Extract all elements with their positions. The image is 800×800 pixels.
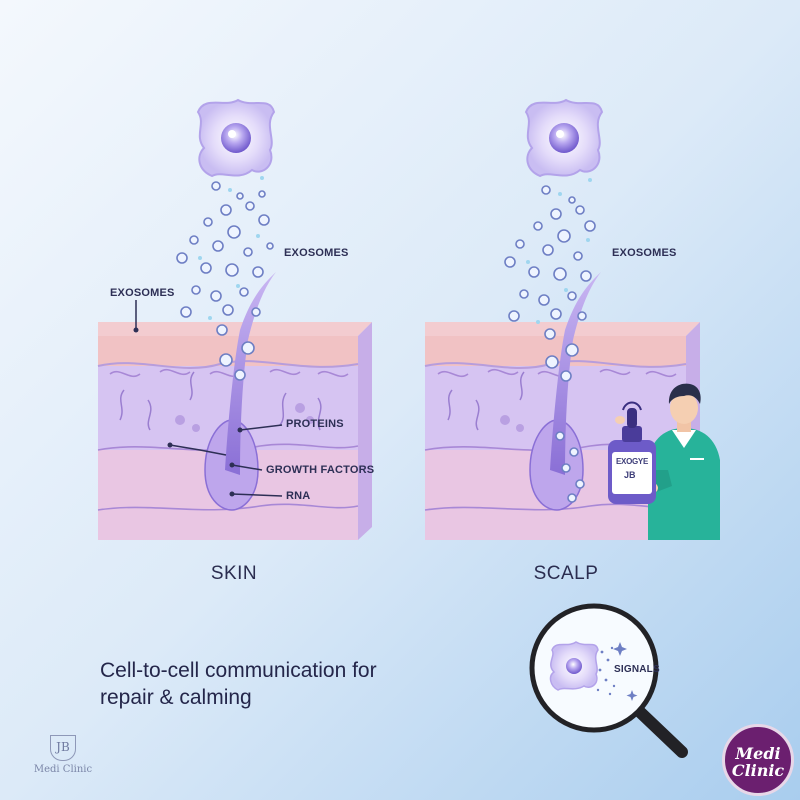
scalp-block — [424, 272, 700, 540]
cell-left — [196, 98, 276, 178]
left-exosomes-top-label: EXOSOMES — [284, 247, 349, 259]
badge-line-1: Medi — [735, 744, 781, 763]
scalp-panel-title: SCALP — [533, 563, 599, 584]
growth-factors-label: GROWTH FACTORS — [266, 464, 375, 476]
jb-medi-clinic-logo: JB Medi Clinic — [28, 735, 98, 775]
bottle-sub-text: JB — [624, 470, 636, 480]
badge-line-2: Clinic — [731, 761, 785, 780]
right-exosomes-top-label: EXOSOMES — [612, 247, 677, 259]
signals-label: SIGNALS — [614, 664, 660, 675]
exosome-stream-right — [504, 185, 596, 503]
skin-block — [97, 272, 372, 540]
skin-panel-title: SKIN — [210, 563, 258, 584]
proteins-label: PROTEINS — [286, 418, 344, 430]
rna-label: RNA — [286, 490, 311, 502]
medi-clinic-badge: Medi Clinic — [722, 724, 794, 796]
caption: Cell-to-cell communication for repair & … — [100, 657, 460, 711]
serum-bottle — [608, 401, 656, 504]
caption-line-2: repair & calming — [100, 686, 252, 709]
exosome-stream-left — [176, 181, 274, 381]
bottle-brand-text: EXOGYE — [616, 457, 648, 466]
caption-line-1: Cell-to-cell communication for — [100, 659, 377, 682]
jb-brand-name: Medi Clinic — [33, 764, 93, 775]
jb-monogram: JB — [50, 735, 76, 761]
magnifier-illustration — [529, 603, 688, 758]
left-exosomes-side-label: EXOSOMES — [110, 287, 175, 299]
cell-right — [524, 98, 604, 178]
